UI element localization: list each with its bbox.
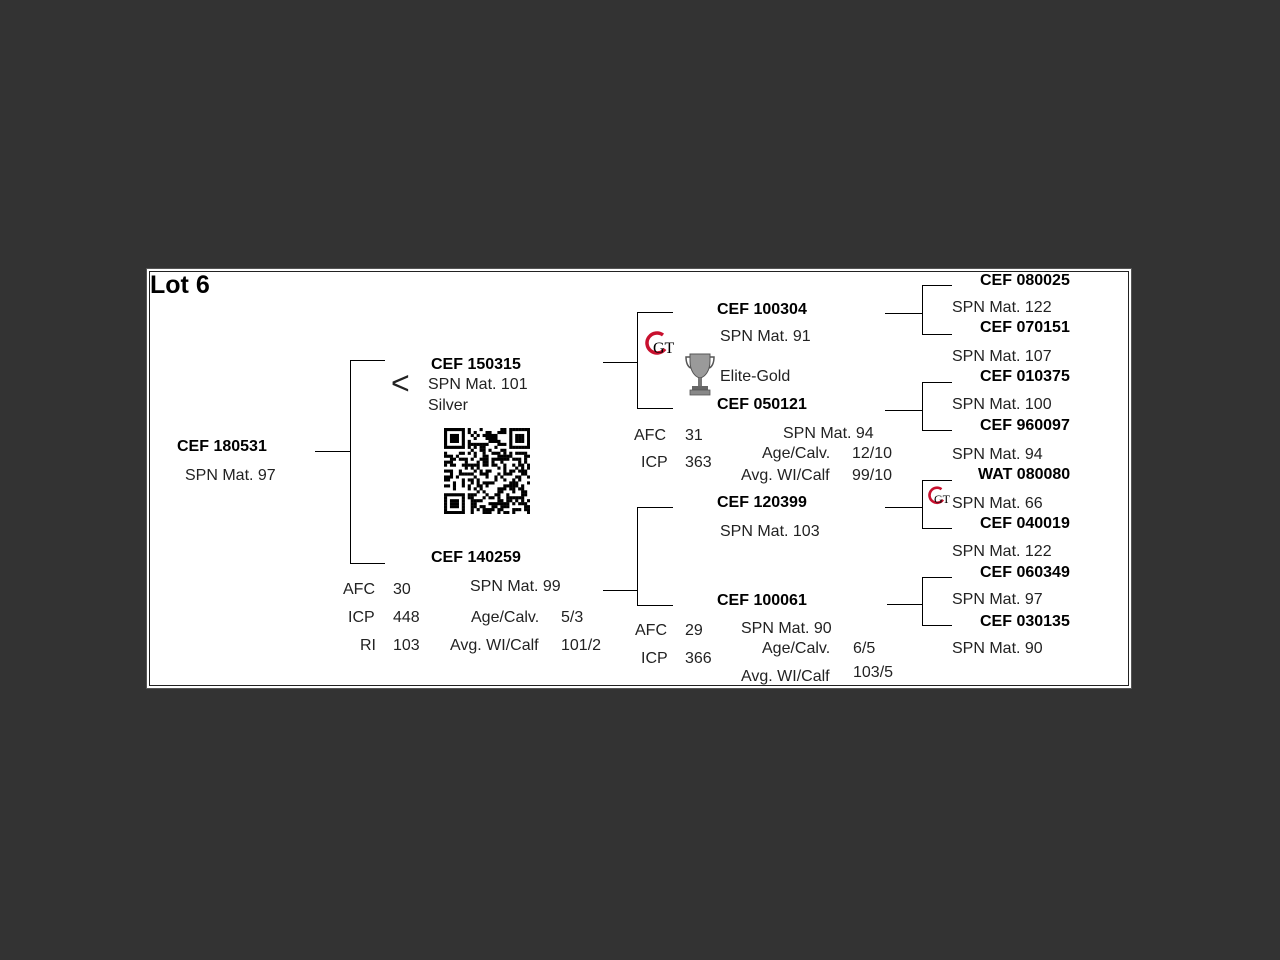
connector [922,577,952,578]
connector [885,507,922,508]
connector [885,313,922,314]
ds-spn: SPN Mat. 103 [720,523,820,540]
sd-wi-value: 99/10 [852,467,893,484]
sd-icp-value: 363 [685,454,712,471]
gg-spn: SPN Mat. 97 [952,591,1043,608]
sire-id: CEF 150315 [431,356,521,373]
connector [603,362,637,363]
connector [637,312,638,409]
connector [637,408,673,409]
connector [922,480,952,481]
connector [315,451,350,452]
gg-spn: SPN Mat. 90 [952,640,1043,657]
connector [922,480,923,529]
dam-ri-value: 103 [393,637,420,654]
connector [922,430,952,431]
connector [603,590,637,591]
gg-id: CEF 040019 [980,515,1070,532]
trophy-icon [685,353,715,396]
connector [885,410,922,411]
connector [922,334,952,335]
connector [922,285,923,335]
dam-icp-value: 448 [393,609,420,626]
lot-title: Lot 6 [150,271,210,299]
connector [922,625,952,626]
ss-spn: SPN Mat. 91 [720,328,811,345]
dam-afc-value: 30 [393,581,411,598]
sd-spn: SPN Mat. 94 [783,425,874,442]
gg-spn: SPN Mat. 100 [952,396,1052,413]
gg-id: CEF 010375 [980,368,1070,385]
dd-afc-label: AFC [635,622,667,639]
svg-text:GT: GT [934,492,951,506]
sd-age-label: Age/Calv. [762,445,831,462]
dd-wi-label: Avg. WI/Calf [741,668,830,685]
gg-id: CEF 060349 [980,564,1070,581]
connector [350,360,351,563]
gg-spn: SPN Mat. 122 [952,299,1052,316]
subject-spn: SPN Mat. 97 [185,467,276,484]
sire-marker: < [391,365,410,401]
pedigree-card: Lot 6 CEF 180531 SPN Mat. 97 < CEF 15031… [146,268,1132,689]
genetic-logo-icon: GT [928,486,951,506]
gg-id: WAT 080080 [978,466,1071,483]
dam-ri-label: RI [360,637,376,654]
connector [922,382,923,431]
ss-id: CEF 100304 [717,301,807,318]
dd-spn: SPN Mat. 90 [741,620,832,637]
dd-age-value: 6/5 [853,640,876,657]
ds-id: CEF 120399 [717,494,807,511]
dd-wi-value: 103/5 [853,664,894,681]
connector [637,507,673,508]
gg-id: CEF 080025 [980,272,1070,289]
dd-icp-value: 366 [685,650,712,667]
dd-id: CEF 100061 [717,592,807,609]
sd-icp-label: ICP [641,454,668,471]
genetic-logo-icon: GT [645,331,675,357]
qr-code-icon [444,428,530,514]
connector [637,507,638,606]
sire-award: Silver [428,397,469,414]
connector [922,577,923,626]
gg-spn: SPN Mat. 66 [952,495,1043,512]
gg-id: CEF 070151 [980,319,1070,336]
dd-age-label: Age/Calv. [762,640,831,657]
connector [922,382,952,383]
dam-afc-label: AFC [343,581,375,598]
dam-wi-label: Avg. WI/Calf [450,637,539,654]
dd-afc-value: 29 [685,622,703,639]
ss-award: Elite-Gold [720,368,791,385]
connector [637,312,673,313]
sire-spn: SPN Mat. 101 [428,376,528,393]
dam-id: CEF 140259 [431,549,521,566]
sd-age-value: 12/10 [852,445,893,462]
dd-icp-label: ICP [641,650,668,667]
dam-age-label: Age/Calv. [471,609,540,626]
gg-spn: SPN Mat. 94 [952,446,1043,463]
connector [922,285,952,286]
gg-id: CEF 030135 [980,613,1070,630]
gg-id: CEF 960097 [980,417,1070,434]
sd-id: CEF 050121 [717,396,807,413]
subject-id: CEF 180531 [177,438,267,455]
svg-text:GT: GT [653,340,675,357]
dam-wi-value: 101/2 [561,637,602,654]
sd-afc-label: AFC [634,427,666,444]
connector [922,528,952,529]
connector [887,604,922,605]
gg-spn: SPN Mat. 122 [952,543,1052,560]
connector [637,605,673,606]
sd-wi-label: Avg. WI/Calf [741,467,830,484]
sd-afc-value: 31 [685,427,703,444]
dam-age-value: 5/3 [561,609,584,626]
connector [350,360,385,361]
connector [350,563,385,564]
dam-icp-label: ICP [348,609,375,626]
dam-spn: SPN Mat. 99 [470,578,561,595]
gg-spn: SPN Mat. 107 [952,348,1052,365]
